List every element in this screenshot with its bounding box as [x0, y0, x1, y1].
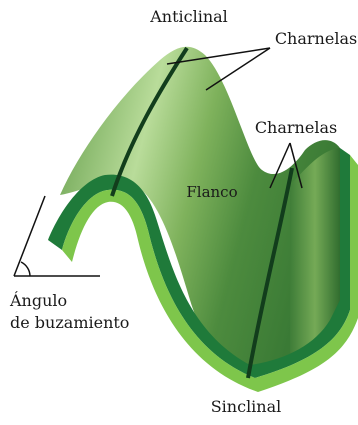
label-flanco: Flanco	[186, 183, 237, 201]
dip-angle-arc	[21, 262, 30, 276]
leader-charnelas-top-2	[206, 48, 270, 90]
label-sinclinal: Sinclinal	[211, 397, 282, 416]
label-charnelas-top: Charnelas	[275, 29, 357, 48]
label-angulo-line1: Ángulo	[9, 290, 67, 310]
label-angulo-line2: de buzamiento	[10, 313, 129, 332]
label-charnelas-right: Charnelas	[255, 118, 337, 137]
dip-inclined-line	[14, 196, 45, 276]
label-anticlinal: Anticlinal	[149, 7, 228, 26]
